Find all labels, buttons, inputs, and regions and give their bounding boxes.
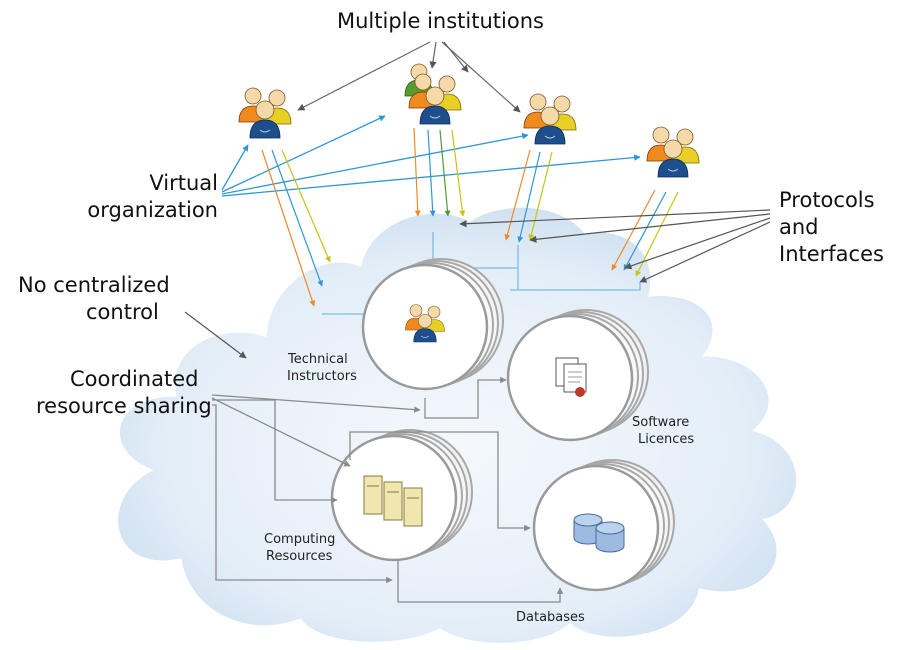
coordinated-sharing-label-line2: resource sharing xyxy=(36,394,212,418)
computing-resources-label-line2: Resources xyxy=(266,549,333,564)
protocols-label-line2: and xyxy=(779,215,819,239)
software-licences-label-line1: Software xyxy=(632,415,690,430)
no-central-control-label-line1: No centralized xyxy=(18,273,170,297)
resource-databases xyxy=(532,458,676,592)
server-icon xyxy=(363,475,423,527)
institution-group-4 xyxy=(646,126,700,178)
multiple-institutions-label: Multiple institutions xyxy=(337,9,544,33)
protocols-label-line3: Interfaces xyxy=(779,242,884,266)
virtual-organization-label-line2: organization xyxy=(87,198,218,222)
no-central-control-label-line2: control xyxy=(86,300,159,324)
technical-instructors-label-line2: Instructors xyxy=(287,369,357,384)
computing-resources-label-line1: Computing xyxy=(264,532,336,547)
institution-group-3 xyxy=(523,93,577,145)
database-icon xyxy=(573,513,625,553)
licence-document-icon xyxy=(555,357,587,397)
technical-instructors-label-line1: Technical xyxy=(288,352,348,367)
no-central-arrow xyxy=(184,311,247,359)
resource-software-licences xyxy=(506,308,650,442)
protocols-label-line1: Protocols xyxy=(779,188,875,212)
coordinated-sharing-label-line1: Coordinated xyxy=(70,367,199,391)
resource-computing xyxy=(330,428,474,562)
databases-label: Databases xyxy=(516,610,585,625)
software-licences-label-line2: Licences xyxy=(638,432,695,447)
institution-group-1 xyxy=(238,87,292,139)
institution-group-2 xyxy=(404,63,462,125)
institutions-label-arrows xyxy=(297,41,521,113)
resource-connectors xyxy=(211,376,564,603)
virtual-organization-label-line1: Virtual xyxy=(149,171,218,195)
protocols-arrows xyxy=(459,209,771,283)
